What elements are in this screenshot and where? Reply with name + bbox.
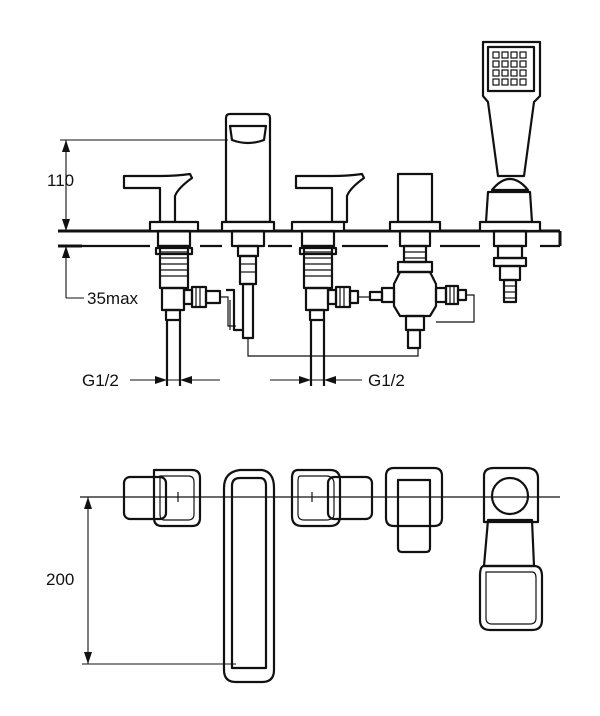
dimension-below-deck: 35max — [60, 245, 139, 308]
left-handle-plan — [122, 468, 202, 528]
diverter-plan — [384, 466, 444, 554]
dimension-below-deck-label: 35max — [87, 289, 139, 308]
elevation-view: 110 35max — [47, 40, 562, 390]
hand-shower-elevation — [478, 40, 542, 304]
shower-holder-plan — [478, 466, 544, 632]
dimension-connection-left-label: G1/2 — [82, 371, 119, 390]
dimension-connection-left: G1/2 — [82, 371, 220, 390]
dimension-plan-depth-label: 200 — [46, 570, 74, 589]
dimension-height: 110 — [47, 139, 228, 231]
dimension-plan-depth: 200 — [46, 497, 236, 665]
shower-head-nozzles — [492, 51, 527, 86]
dimension-height-label: 110 — [47, 171, 74, 190]
plan-view: 200 — [46, 466, 560, 684]
deck-plate — [58, 229, 562, 248]
right-valve-elevation — [290, 172, 366, 386]
spout-elevation — [220, 112, 276, 340]
spout-plan — [222, 468, 276, 684]
diverter-elevation — [368, 172, 468, 350]
dimension-connection-right-label: G1/2 — [368, 371, 405, 390]
right-handle-plan — [290, 468, 374, 528]
left-valve-elevation — [122, 172, 222, 386]
connecting-hoses — [220, 294, 475, 357]
dimension-connection-right: G1/2 — [270, 371, 405, 390]
